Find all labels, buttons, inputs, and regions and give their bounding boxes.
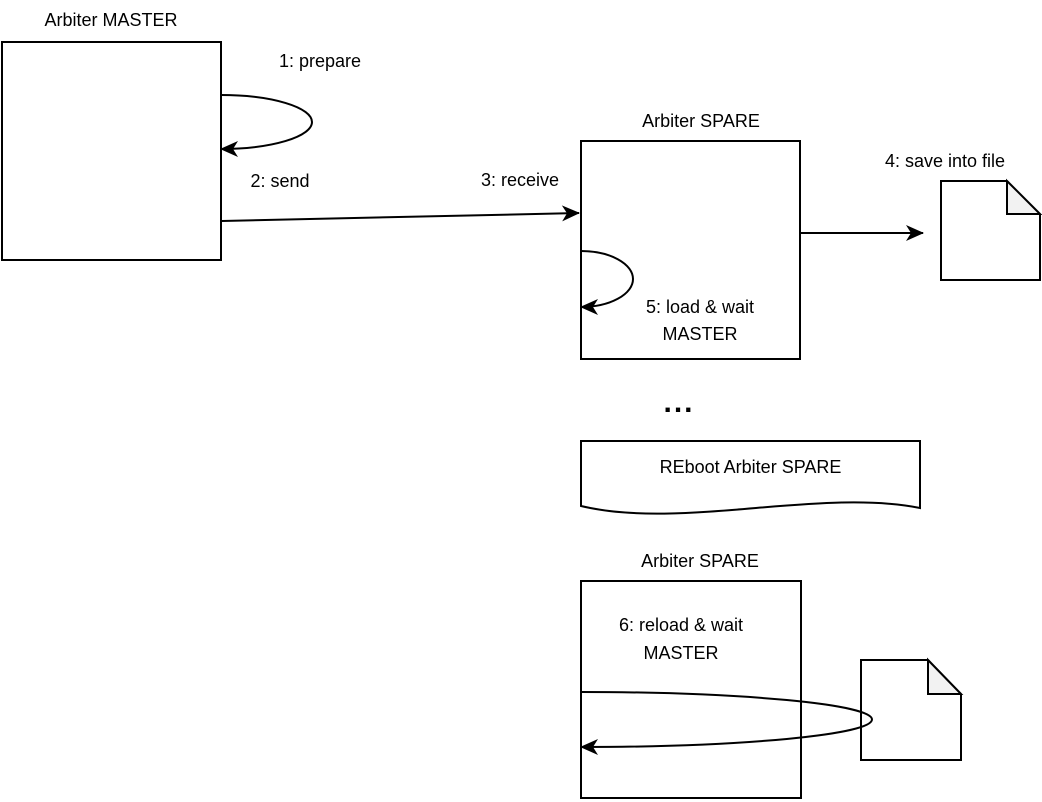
message-reload-wait-label: 6: reload & wait MASTER (618, 615, 744, 663)
folded-corner (1006, 178, 1042, 215)
arbiter-spare-bottom-title: Arbiter SPARE (641, 551, 759, 571)
document-outline (940, 180, 1041, 281)
document-icon (860, 657, 964, 761)
folded-corner (927, 657, 964, 695)
document-outline (860, 659, 962, 761)
message-receive-label: 3: receive (480, 170, 560, 190)
message-load-wait-label: 5: load & wait MASTER (645, 297, 755, 344)
arbiter-spare-top-title: Arbiter SPARE (642, 111, 760, 131)
reboot-note-shape (580, 440, 921, 515)
continuation-ellipsis: ... (663, 386, 695, 419)
arbiter-master-box (1, 41, 222, 261)
arbiter-spare-bottom-box (580, 580, 802, 799)
message-save-label: 4: save into file (884, 151, 1006, 171)
load-wait-self-loop-arrow (580, 250, 634, 315)
prepare-self-loop-arrow (220, 94, 313, 157)
reboot-note-label: REboot Arbiter SPARE (659, 457, 842, 477)
send-receive-arrow (221, 205, 580, 222)
reload-from-file-loop-arrow (580, 691, 873, 755)
message-send-label: 2: send (250, 171, 310, 191)
document-icon (940, 178, 1042, 281)
message-prepare-label: 1: prepare (278, 51, 362, 71)
arbiter-master-title: Arbiter MASTER (44, 10, 178, 30)
arbiter-spare-top-box (580, 140, 801, 360)
